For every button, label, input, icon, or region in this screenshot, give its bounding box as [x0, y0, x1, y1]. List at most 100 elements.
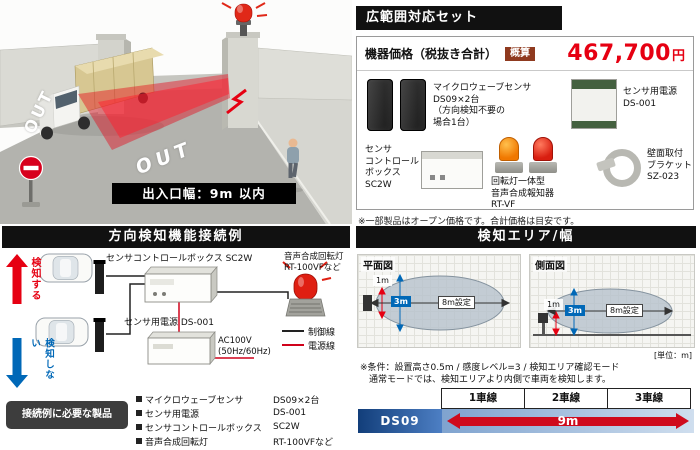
control-wire — [106, 283, 145, 335]
product-model: RT-VF — [491, 200, 516, 211]
car-top-view-detected — [39, 253, 93, 283]
product-label-power-supply: センサ用電源 DS-001 — [623, 87, 693, 110]
plan-view-panel: 平面図 1m 3m 8m設定 — [357, 254, 521, 348]
revolving-light-photos — [495, 137, 557, 173]
entrance-illustration-panel: OUT OUT 出入口幅：9m 以内 — [0, 0, 352, 224]
sensor-icon — [363, 295, 372, 311]
lane-data-row: DS09 9m — [358, 409, 694, 433]
sensor-icon — [538, 313, 548, 323]
product-name: マイクロウェーブセンサ — [433, 83, 532, 93]
condition-note-line2: 通常モードでは、検知エリアより内側で車両を検知します。 — [369, 375, 611, 385]
price-row: 機器価格（税抜き合計） 概算 467,700 円 — [357, 37, 693, 71]
product-label-revolving-light: 回転灯一体型 音声合成報知器 RT-VF — [491, 177, 583, 212]
sensor-post — [93, 318, 106, 352]
power-supply-photo — [147, 331, 216, 365]
control-wire — [211, 291, 289, 299]
wire-legend: 制御線 電源線 — [282, 324, 335, 352]
condition-note-line1: ※条件：設置高さ0.5m / 感度レベル=3 / 検知エリア確認モード — [360, 363, 620, 373]
price-unit: 円 — [671, 49, 685, 64]
wide-range-set-panel: 広範囲対応セット 機器価格（税抜き合計） 概算 467,700 円 マイクロウェ… — [356, 6, 696, 227]
dim-arrow-1m — [552, 310, 560, 337]
required-products-title: 接続例に必要な製品 — [6, 401, 128, 429]
red-dome — [533, 137, 553, 161]
control-box-buttons — [430, 175, 435, 180]
dim-label-8m: 8m設定 — [606, 304, 643, 317]
bullet-square-icon — [136, 438, 142, 444]
span-arrow-right-icon — [676, 413, 689, 429]
legend-power-line: 電源線 — [282, 338, 335, 352]
dim-label-1m: 1m — [373, 275, 392, 286]
microwave-sensor-photo — [400, 79, 426, 131]
product-label-control-box: センサ コントロール ボックス SC2W — [365, 145, 421, 192]
product-name: 壁面取付 ブラケット — [647, 149, 693, 171]
lane-width-table: 1車線 2車線 3車線 DS09 9m — [358, 388, 694, 433]
product-model: DS09×2台 — [433, 94, 480, 105]
product-model: DS-001 — [623, 98, 657, 109]
dim-label-8m: 8m設定 — [438, 296, 475, 309]
model-cell: DS09 — [358, 409, 442, 433]
revolving-light-orange — [495, 137, 523, 173]
light-base — [495, 162, 523, 173]
legend-label: 制御線 — [308, 327, 336, 338]
light-base — [529, 162, 557, 173]
detection-area-panel: 検知エリア/幅 — [356, 226, 696, 448]
entrance-width-label: 出入口幅：9m 以内 — [112, 183, 296, 204]
price-value: 467,700 円 — [567, 41, 685, 66]
connection-example-panel: 方向検知機能接続例 — [2, 226, 350, 448]
product-note: （方向検知不要の 場合1台） — [433, 106, 506, 129]
microwave-sensor-photos — [367, 79, 426, 131]
plan-view-title: 平面図 — [361, 257, 395, 272]
price-footnote: ※一部製品はオープン価格です。合計価格は目安です。 — [358, 217, 580, 227]
price-label: 機器価格（税抜き合計） — [365, 47, 498, 61]
revolving-light-red — [529, 137, 557, 173]
product-name: 回転灯一体型 音声合成報知器 — [491, 177, 555, 199]
dim-label-3m: 3m — [391, 296, 411, 307]
section-header-wide-range-set: 広範囲対応セット — [356, 6, 562, 30]
product-label-microwave-sensor: マイクロウェーブセンサ DS09×2台 （方向検知不要の 場合1台） — [433, 83, 539, 130]
price-box: 機器価格（税抜き合計） 概算 467,700 円 マイクロウェーブセンサ DS0… — [356, 36, 694, 210]
unit-label: [単位：m] — [653, 351, 692, 360]
coverage-span-label: 9m — [557, 414, 579, 428]
estimate-badge: 概算 — [505, 46, 536, 61]
power-supply-label: センサ用電源 DS-001 — [124, 318, 214, 328]
legend-control-line: 制御線 — [282, 324, 335, 338]
control-line-swatch — [282, 330, 304, 332]
dim-label-1m: 1m — [544, 299, 563, 310]
no-detect-label: 検知しない — [29, 338, 54, 380]
bullet-square-icon — [136, 396, 142, 402]
power-supply-photo — [571, 79, 617, 129]
product-model: SC2W — [365, 180, 392, 191]
product-label-bracket: 壁面取付 ブラケット SZ-023 — [647, 149, 695, 184]
legend-label: 電源線 — [308, 341, 336, 352]
revolving-light-photo — [282, 261, 332, 317]
product-model: SZ-023 — [647, 172, 680, 183]
coverage-span-cell: 9m — [442, 409, 694, 433]
product-photos-area: マイクロウェーブセンサ DS09×2台 （方向検知不要の 場合1台） センサ用電… — [357, 71, 695, 212]
right-wall — [257, 47, 352, 101]
bullet-square-icon — [136, 424, 142, 430]
control-box-label: センサコントロールボックス SC2W — [106, 254, 253, 264]
car-top-view-not-detected — [35, 317, 89, 347]
control-box-photo — [421, 151, 483, 189]
lane-header-cell: 2車線 — [524, 388, 608, 409]
lane-header-cell: 3車線 — [607, 388, 691, 409]
section-header-detection-area: 検知エリア/幅 — [356, 226, 696, 248]
no-detect-direction-arrow — [6, 338, 28, 388]
sensor-post — [93, 260, 106, 294]
span-arrow-shaft — [458, 416, 678, 426]
sensor-pole — [542, 321, 545, 335]
wall-bracket-photo — [597, 145, 643, 187]
no-entry-sign-icon — [18, 155, 44, 207]
connection-diagram: 検知する 検知しない センサコントロールボックス SC2W 音声合成回転灯 RT… — [2, 252, 350, 390]
power-line-swatch — [282, 344, 304, 346]
connection-diagram-graphics — [6, 253, 332, 388]
side-view-panel: 側面図 1m 3m 8m設定 — [529, 254, 695, 348]
lane-header-row: 1車線 2車線 3車線 — [358, 388, 694, 409]
